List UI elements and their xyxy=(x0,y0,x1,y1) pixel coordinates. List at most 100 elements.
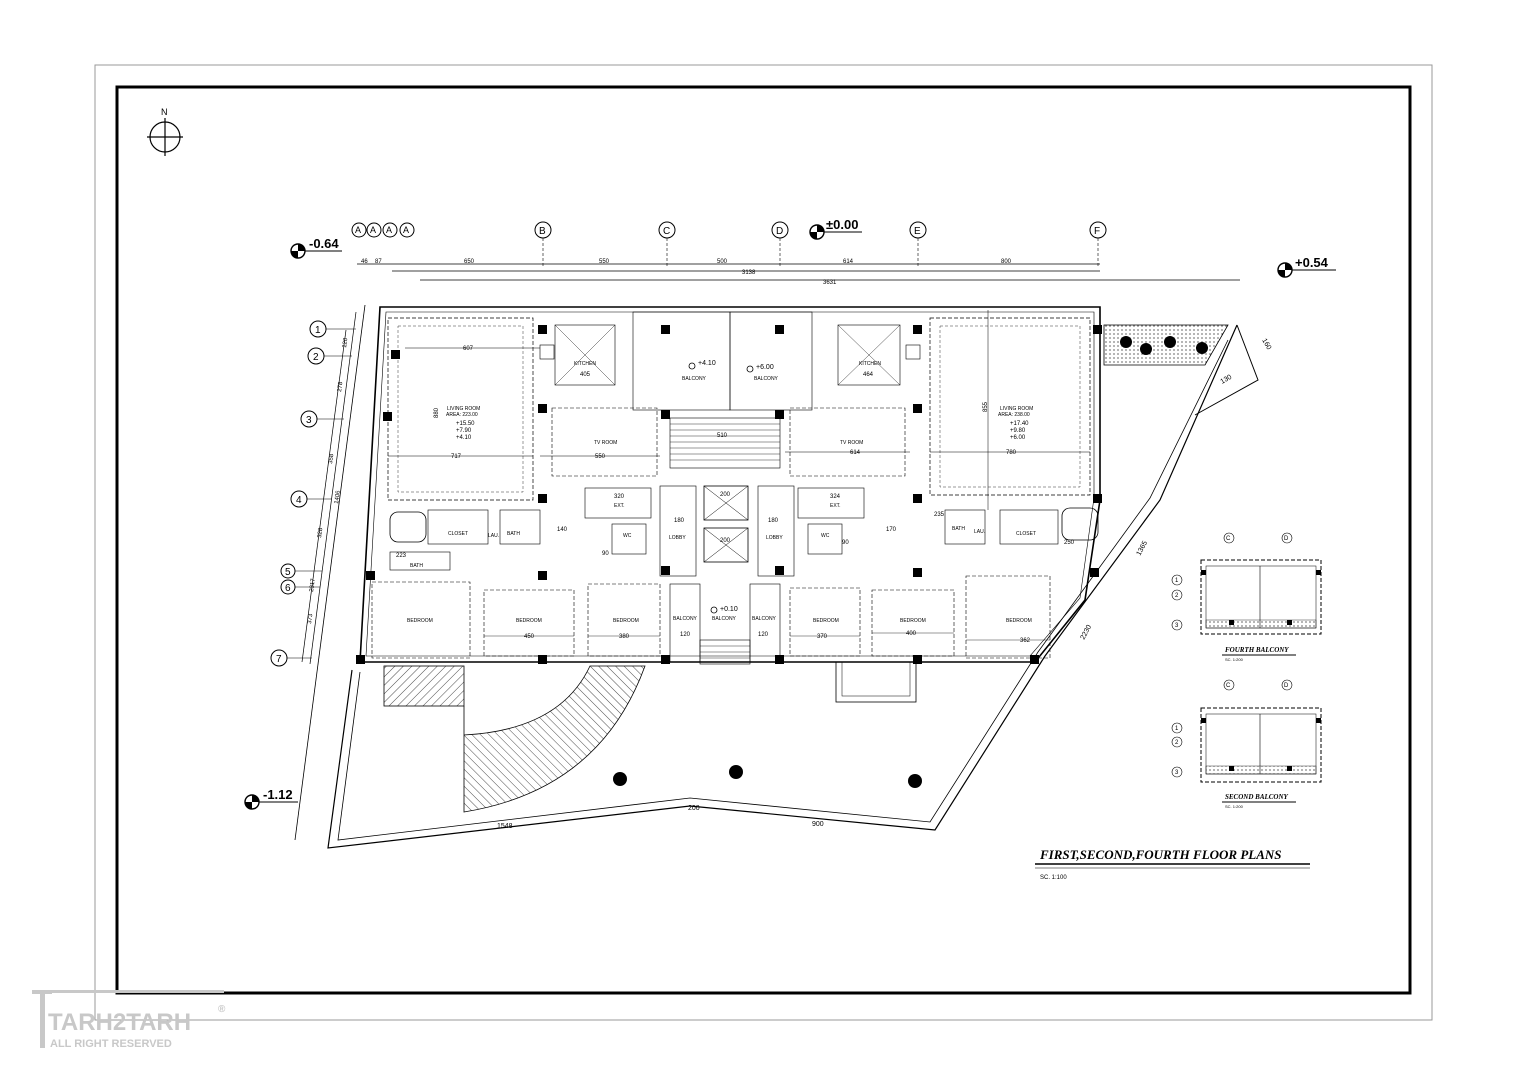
balcony-mid-1: BALCONY xyxy=(673,616,698,622)
dim-46: 46 xyxy=(361,259,368,265)
misc-dim-235: 235 xyxy=(934,512,945,518)
grid-col-b: B xyxy=(539,226,546,237)
tv-room-right: TV ROOM 614 xyxy=(785,407,910,477)
balcony-top-left-level: +4.10 xyxy=(698,360,716,367)
mid-balconies: BALCONY BALCONY BALCONY 120 120 +0.10 xyxy=(669,583,781,663)
balcony-mid-2: BALCONY xyxy=(712,616,737,622)
side-dim-373: 373 xyxy=(307,613,314,624)
bedroom-5-name: BEDROOM xyxy=(900,618,926,624)
site-dim-160: 160 xyxy=(1260,338,1272,352)
balcony-mid-dim-1: 120 xyxy=(680,632,691,638)
misc-dim-90-l: 90 xyxy=(602,551,609,557)
grid-row-7: 7 xyxy=(276,654,282,665)
grid-col-a: A xyxy=(355,225,361,235)
living-left-dim-d: 717 xyxy=(451,454,462,460)
plan-title-block: FIRST,SECOND,FOURTH FLOOR PLANS SC. 1:10… xyxy=(1035,847,1310,881)
detail2-col-d: D xyxy=(1284,683,1289,689)
misc-dim-324: 324 xyxy=(830,494,841,500)
detail-second-balcony: C D 1 2 3 SECOND BALCONY SC. 1:200 xyxy=(1171,679,1322,809)
detail1-col-d: D xyxy=(1284,536,1289,542)
bath-right-name: BATH xyxy=(952,526,965,532)
balcony-top-right-level: +6.00 xyxy=(756,364,774,371)
north-arrow-icon: N xyxy=(147,107,183,156)
grid-col-f: F xyxy=(1094,226,1100,237)
grid-row-5: 5 xyxy=(285,567,291,578)
grid-column-bubbles: A A A A B C D E F xyxy=(351,221,1107,268)
misc-dim-320: 320 xyxy=(614,494,625,500)
misc-dim-250: 250 xyxy=(1064,540,1075,546)
entrance-ramp xyxy=(383,661,917,813)
wc-left-name: WC xyxy=(623,533,632,539)
bedroom-2-name: BEDROOM xyxy=(516,618,542,624)
tree-icon xyxy=(908,774,922,788)
ext-left-name: EXT. xyxy=(614,503,625,509)
dim-3631: 3631 xyxy=(823,280,837,286)
tree-icon xyxy=(1120,336,1132,348)
kitchen-left-name: KITCHEN xyxy=(574,361,596,367)
watermark-logo: TARH2TARH ALL RIGHT RESERVED ® xyxy=(32,990,226,1050)
detail1-row-1: 1 xyxy=(1175,578,1179,584)
building-outline xyxy=(359,306,1101,663)
lobby-right-name: LOBBY xyxy=(766,535,783,541)
balcony-top-right-name: BALCONY xyxy=(754,376,779,382)
closet-bath-right: CLOSET BATH LAU. xyxy=(944,507,1099,545)
stair-dim: 510 xyxy=(717,433,728,439)
level-marker-top-left: -0.64 xyxy=(290,236,342,259)
closet-bath-left: CLOSET BATH LAU. BATH xyxy=(389,509,541,571)
tv-room-left: TV ROOM 550 xyxy=(540,407,660,477)
top-dimensions: 46 87 650 550 500 614 800 3138 3631 xyxy=(357,259,1240,286)
level-marker-top-center: ±0.00 xyxy=(809,217,862,240)
tv-right-dim: 614 xyxy=(850,450,861,456)
grid-row-2: 2 xyxy=(313,352,319,363)
tree-icon xyxy=(1164,336,1176,348)
detail2-row-2: 2 xyxy=(1175,740,1179,746)
living-room-right: 855 780 LIVING ROOM AREA: 238.00 +17.40 … xyxy=(929,310,1091,510)
dim-87: 87 xyxy=(375,259,382,265)
living-left-dim-w: 607 xyxy=(463,346,474,352)
closet-right-name: CLOSET xyxy=(1016,531,1036,537)
tree-icon xyxy=(729,765,743,779)
balcony-mid-level: +0.10 xyxy=(720,606,738,613)
side-dim-2317: 2317 xyxy=(309,578,317,593)
dim-650: 650 xyxy=(464,259,475,265)
balcony-top-left-name: BALCONY xyxy=(682,376,707,382)
balcony-mid-3: BALCONY xyxy=(752,616,777,622)
dim-550: 550 xyxy=(599,259,610,265)
ext-wc-left: EXT. WC xyxy=(584,487,652,555)
dim-3138: 3138 xyxy=(742,270,756,276)
grid-col-a3: A xyxy=(403,225,409,235)
side-dim-1406: 1406 xyxy=(334,490,342,505)
stair-core: 510 xyxy=(669,417,781,665)
level-bottom-left-label: -1.12 xyxy=(263,787,293,802)
grid-row-6: 6 xyxy=(285,583,291,594)
side-dim-278: 278 xyxy=(337,381,344,392)
living-left-level-1: +15.50 xyxy=(456,421,475,427)
site-dim-1548: 1548 xyxy=(497,823,513,830)
detail1-row-2: 2 xyxy=(1175,593,1179,599)
side-dim-328: 328 xyxy=(317,527,324,538)
kitchen-right: KITCHEN 464 xyxy=(837,324,921,386)
lobby-left: LOBBY xyxy=(659,485,697,577)
level-top-center-label: ±0.00 xyxy=(826,217,858,232)
bedroom-3-name: BEDROOM xyxy=(613,618,639,624)
living-right-level-3: +6.00 xyxy=(1010,435,1026,441)
level-marker-bottom-left: -1.12 xyxy=(244,787,298,810)
misc-dim-180-r: 180 xyxy=(768,518,779,524)
wc-right-name: WC xyxy=(821,533,830,539)
plan-scale: SC. 1:100 xyxy=(1040,875,1067,881)
grid-col-a2: A xyxy=(386,225,392,235)
bath-left-name: BATH xyxy=(507,531,520,537)
detail2-col-c: C xyxy=(1226,683,1231,689)
tv-left-name: TV ROOM xyxy=(594,440,617,446)
detail2-row-1: 1 xyxy=(1175,726,1179,732)
inner-border xyxy=(115,85,1412,995)
tree-icon xyxy=(1140,343,1152,355)
grid-row-bubbles: 1 2 3 4 5 6 7 xyxy=(270,320,356,667)
bedroom-labels: BEDROOM BEDROOM BEDROOM BEDROOM BEDROOM … xyxy=(407,618,1032,644)
kitchen-right-name: KITCHEN xyxy=(859,361,881,367)
grid-row-4: 4 xyxy=(296,495,302,506)
tree-icon xyxy=(613,772,627,786)
living-left-level-3: +4.10 xyxy=(456,435,472,441)
detail2-row-3: 3 xyxy=(1175,770,1179,776)
grid-col-d: D xyxy=(776,226,783,237)
